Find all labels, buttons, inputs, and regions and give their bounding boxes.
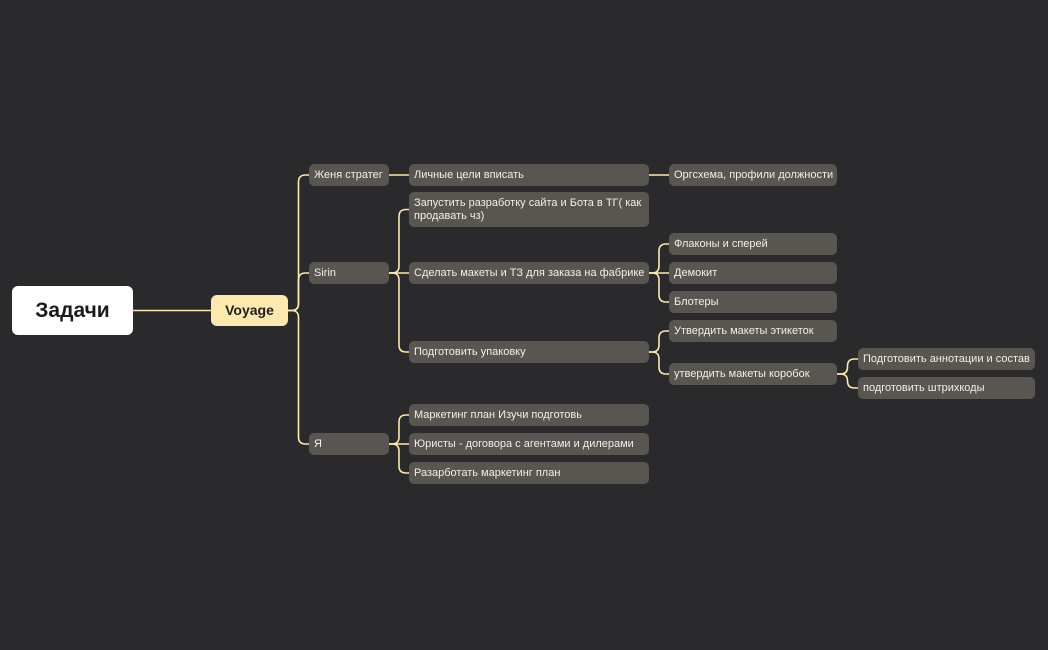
task-razarbotat-plan[interactable]: Разарботать маркетинг план bbox=[409, 462, 649, 484]
task-marketing-plan-izuchi[interactable]: Маркетинг план Изучи подготовь bbox=[409, 404, 649, 426]
connector-b1-to-b1-0 bbox=[389, 208, 409, 274]
task-lichnye-tseli[interactable]: Личные цели вписать bbox=[409, 164, 649, 186]
connector-b2-to-b2-0 bbox=[389, 414, 409, 445]
connector-b1-2-1-to-b1-2-1-0 bbox=[837, 358, 858, 375]
connector-b1-1-to-b1-1-2 bbox=[649, 272, 669, 303]
task-shtrikhkody[interactable]: подготовить штрихкоды bbox=[858, 377, 1035, 399]
task-annotatsii[interactable]: Подготовить аннотации и состав bbox=[858, 348, 1035, 370]
connector-b1-2-to-b1-2-1 bbox=[649, 351, 669, 375]
branch-zhenya-strateg[interactable]: Женя стратег bbox=[309, 164, 389, 186]
task-makety-etiketok[interactable]: Утвердить макеты этикеток bbox=[669, 320, 837, 342]
task-makety-korobok[interactable]: утвердить макеты коробок bbox=[669, 363, 837, 385]
task-demokit[interactable]: Демокит bbox=[669, 262, 837, 284]
root-node[interactable]: Задачи bbox=[12, 286, 133, 335]
task-blotery[interactable]: Блотеры bbox=[669, 291, 837, 313]
connector-b1-1-to-b1-1-0 bbox=[649, 243, 669, 274]
task-flakony[interactable]: Флаконы и сперей bbox=[669, 233, 837, 255]
connector-b1-2-to-b1-2-0 bbox=[649, 330, 669, 353]
branch-sirin[interactable]: Sirin bbox=[309, 262, 389, 284]
connector-b2-to-b2-2 bbox=[389, 443, 409, 474]
connector-b1-to-b1-2 bbox=[389, 272, 409, 353]
task-makety-tz[interactable]: Сделать макеты и ТЗ для заказа на фабрик… bbox=[409, 262, 649, 284]
connector-main-to-b2 bbox=[288, 309, 309, 445]
connector-main-to-b1 bbox=[288, 272, 309, 312]
task-yuristy[interactable]: Юристы - договора с агентами и дилерами bbox=[409, 433, 649, 455]
task-razrabotka-sayta[interactable]: Запустить разработку сайта и Бота в ТГ( … bbox=[409, 192, 649, 227]
task-orgskhema[interactable]: Оргсхема, профили должности bbox=[669, 164, 837, 186]
connector-b1-2-1-to-b1-2-1-1 bbox=[837, 373, 858, 389]
task-upakovka[interactable]: Подготовить упаковку bbox=[409, 341, 649, 363]
branch-ya[interactable]: Я bbox=[309, 433, 389, 455]
main-topic-voyage[interactable]: Voyage bbox=[211, 295, 288, 326]
